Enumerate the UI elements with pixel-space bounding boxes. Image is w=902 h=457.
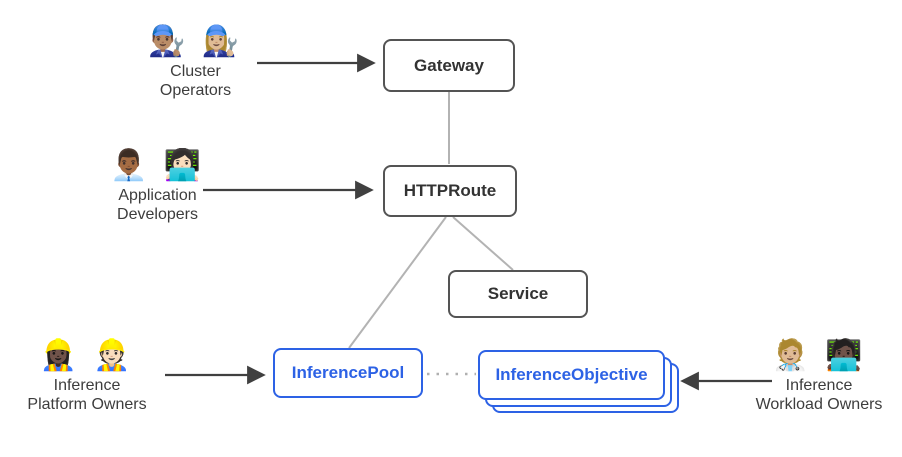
inference-platform-owners-icon: 👷🏿‍♀️ 👷🏻 (39, 339, 135, 372)
gateway-node-label: Gateway (414, 55, 484, 75)
cluster-operators-persona: 👨🏽‍🔧 👩🏼‍🔧 Cluster Operators (118, 22, 273, 100)
inferencepool-node-label: InferencePool (291, 363, 405, 382)
inference-workload-owners-label-line1: Inference (785, 377, 853, 394)
gateway-node: Gateway (383, 39, 515, 92)
edge-httproute-service (452, 216, 514, 271)
inferenceobjective-node: InferenceObjective (478, 350, 665, 400)
cluster-operators-label-line1: Cluster (170, 63, 221, 80)
inferenceobjective-node-stack: InferenceObjective (478, 350, 679, 413)
application-developers-label-line1: Application (118, 187, 197, 204)
application-developers-label-line2: Developers (117, 206, 198, 223)
inference-platform-owners-label-line2: Platform Owners (27, 396, 147, 413)
application-developers-icon: 👨🏾‍💼 👩🏻‍💻 (109, 149, 206, 182)
cluster-operators-label-line2: Operators (159, 82, 232, 99)
cluster-operators-icon: 👨🏽‍🔧 👩🏼‍🔧 (147, 25, 244, 58)
inference-workload-owners-label-line2: Workload Owners (755, 396, 883, 413)
service-node-label: Service (487, 284, 549, 303)
inferenceobjective-node-label: InferenceObjective (495, 365, 648, 384)
inference-workload-owners-persona: 🧑🏼‍⚕️ 🧑🏿‍💻 Inference Workload Owners (738, 336, 900, 414)
httproute-node: HTTPRoute (383, 165, 517, 217)
inference-platform-owners-persona: 👷🏿‍♀️ 👷🏻 Inference Platform Owners (8, 336, 166, 414)
inference-workload-owners-icon: 🧑🏼‍⚕️ 🧑🏿‍💻 (771, 339, 867, 372)
edge-httproute-inferencepool (348, 216, 447, 349)
application-developers-persona: 👨🏾‍💼 👩🏻‍💻 Application Developers (80, 146, 235, 224)
inferencepool-node: InferencePool (273, 348, 423, 398)
inference-platform-owners-label-line1: Inference (53, 377, 121, 394)
service-node: Service (448, 270, 588, 318)
httproute-node-label: HTTPRoute (403, 181, 497, 200)
